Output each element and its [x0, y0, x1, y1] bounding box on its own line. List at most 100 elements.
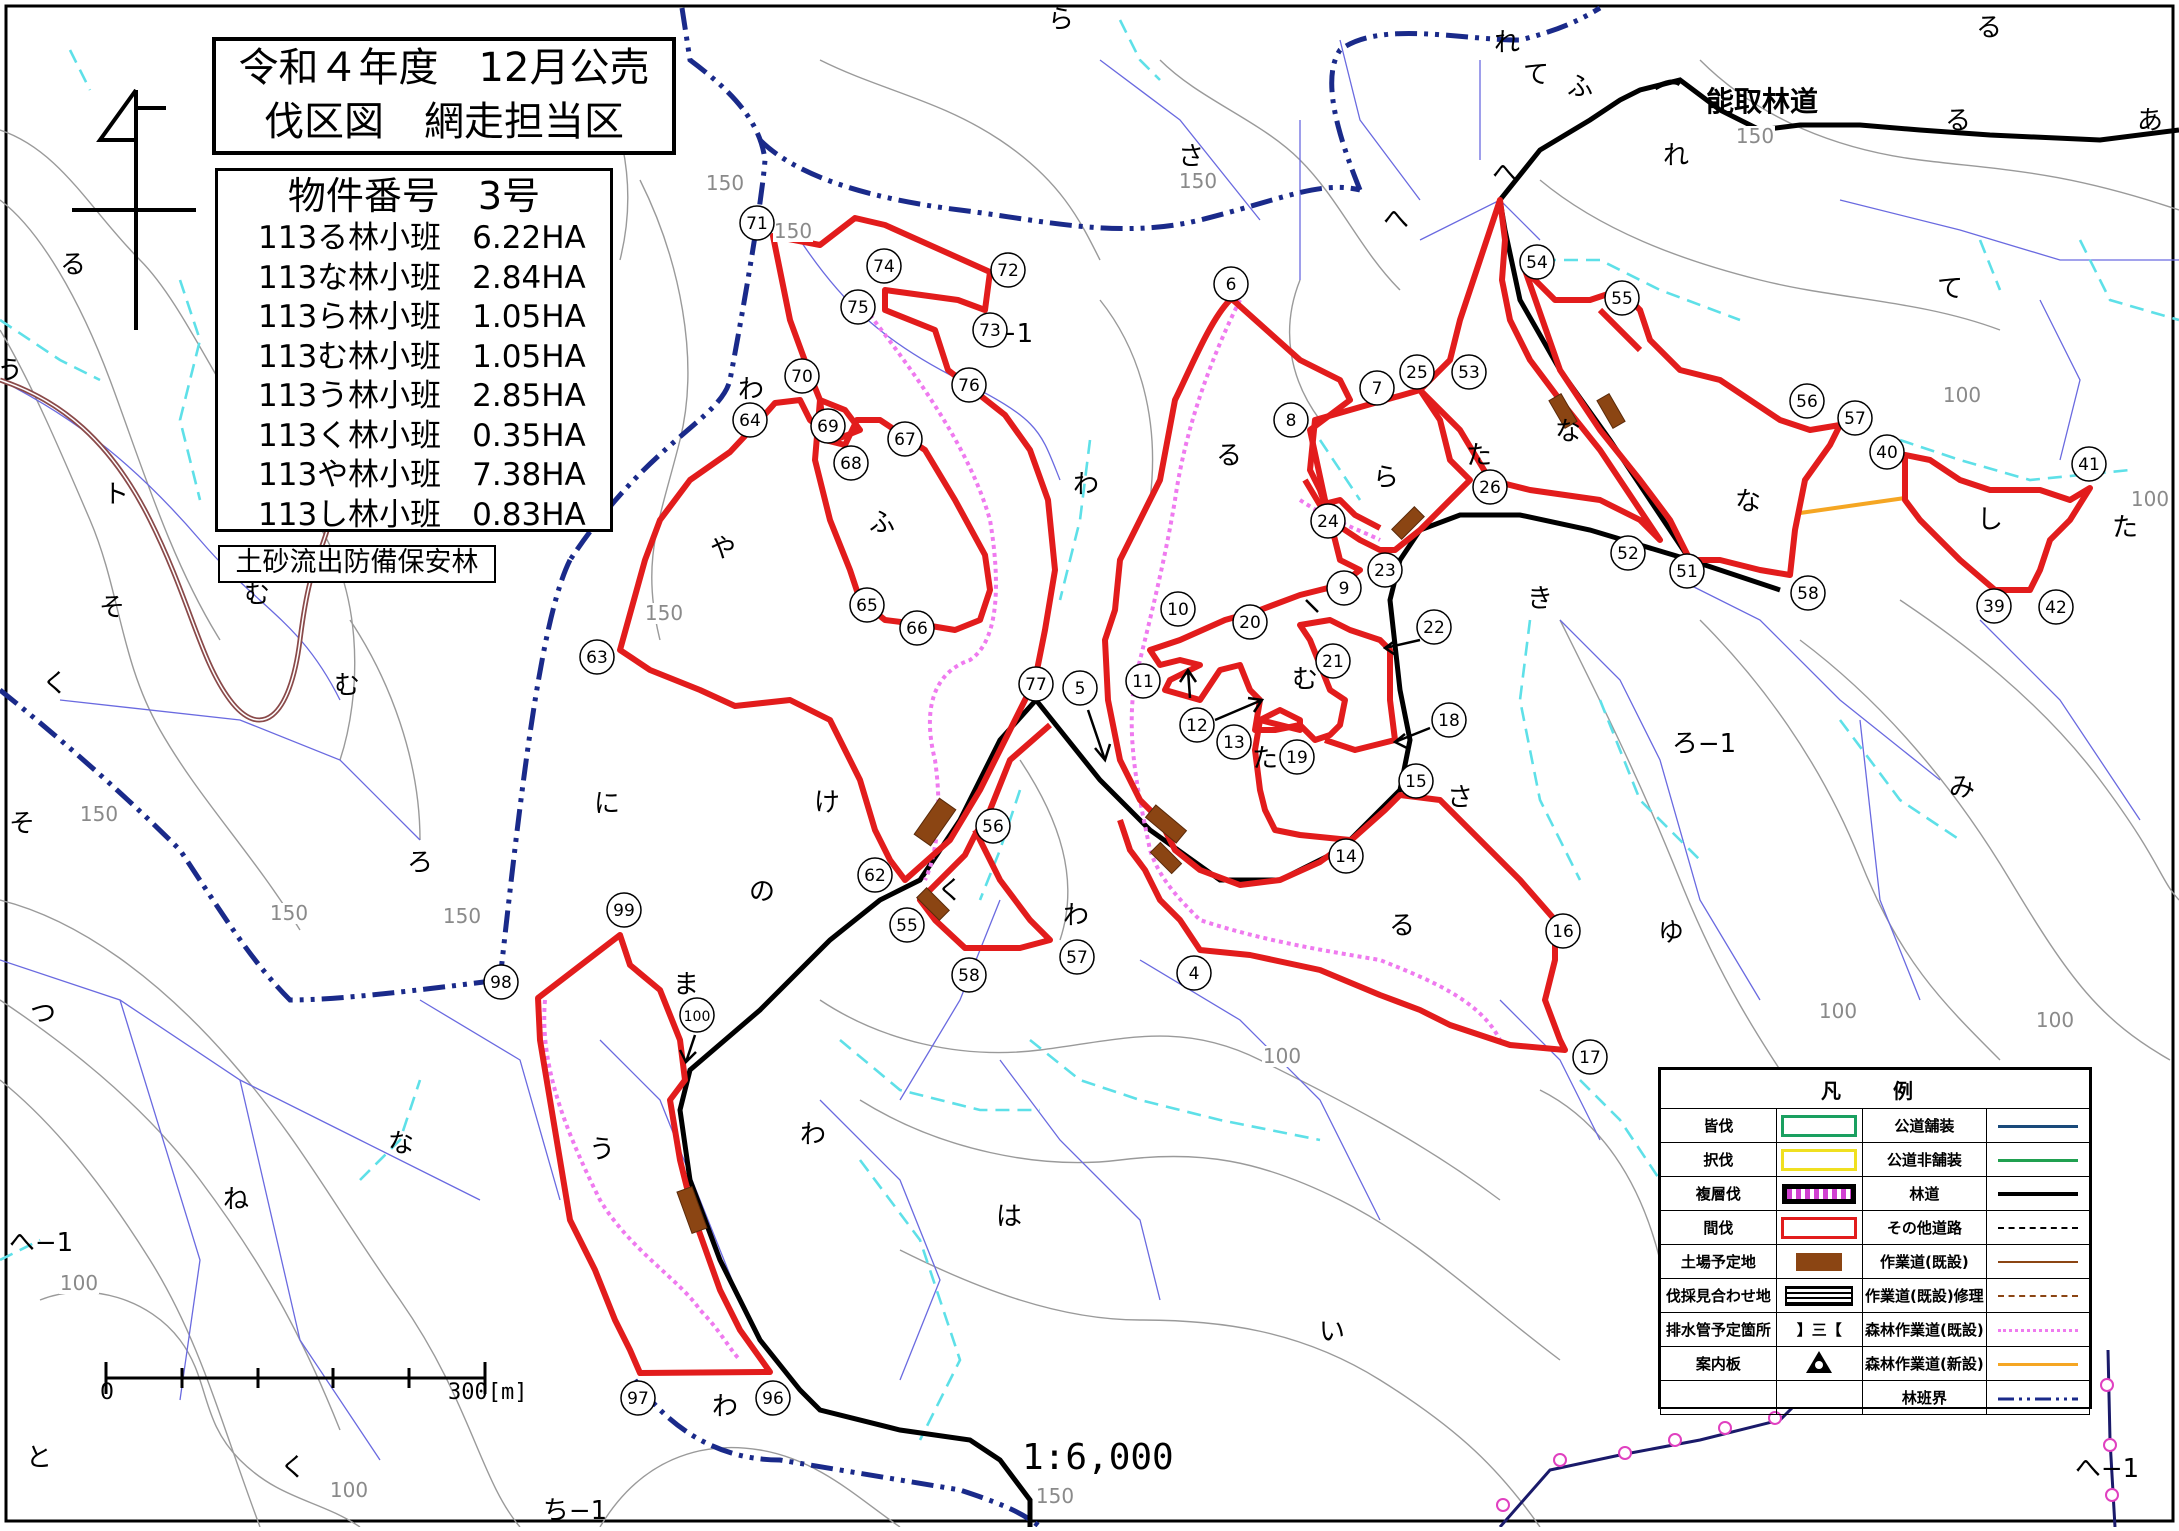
- survey-point: 25: [1399, 354, 1435, 390]
- survey-point: 72: [990, 252, 1026, 288]
- survey-point-number: 21: [1322, 652, 1344, 672]
- stream-lines: [0, 19, 2179, 1441]
- subcompartment-label: わ: [738, 375, 764, 405]
- subcompartment-label: ら: [1048, 5, 1074, 35]
- legend-label: 複層伐: [1660, 1176, 1777, 1211]
- legend-table: 凡 例 皆伐 公道舗装 択伐 公道非舗装 複層伐 林道 間伐 その他道路 土場予…: [1660, 1069, 2090, 1415]
- subcompartment-label: る: [1389, 911, 1415, 941]
- survey-point-number: 6: [1226, 275, 1237, 295]
- survey-point-marker: [1519, 244, 1555, 280]
- survey-point: 66: [899, 610, 935, 646]
- survey-point: 70: [784, 358, 820, 394]
- title-line-2: 伐区図 網走担当区: [264, 99, 624, 145]
- survey-point-number: 72: [997, 261, 1019, 281]
- survey-point-marker: [1213, 266, 1249, 302]
- survey-point: 18: [1431, 702, 1467, 738]
- pink-boundary-markers: [1496, 1378, 2119, 1512]
- survey-point-marker: [784, 358, 820, 394]
- survey-point-marker: [679, 997, 715, 1033]
- survey-point-number: 20: [1239, 613, 1261, 633]
- unpaved-road-symbol: [1986, 1142, 2090, 1177]
- survey-point-marker: [1315, 643, 1351, 679]
- survey-point-number: 54: [1526, 253, 1548, 273]
- survey-point: 98: [483, 964, 519, 1000]
- survey-point: 11: [1125, 663, 1161, 699]
- contour-label: 150: [1179, 169, 1217, 193]
- contour-label: 150: [80, 802, 118, 826]
- subcompartment-label: ふ: [869, 508, 895, 538]
- contour-label: 100: [60, 1271, 98, 1295]
- subcompartment-label: に: [594, 789, 620, 819]
- survey-point: 12: [1179, 707, 1215, 743]
- survey-point: 62: [857, 857, 893, 893]
- legend-label: [1660, 1380, 1777, 1415]
- subcompartment-label: わ: [1073, 470, 1099, 500]
- survey-point: 100: [679, 997, 715, 1033]
- survey-point: 13: [1216, 724, 1252, 760]
- legend-label: 択伐: [1660, 1142, 1777, 1177]
- survey-point-marker: [1273, 402, 1309, 438]
- road-name: 能取林道: [1706, 85, 1819, 118]
- subcompartment-label: な: [388, 1129, 414, 1159]
- contour-label-bg: [773, 221, 813, 242]
- survey-point-marker: [899, 610, 935, 646]
- survey-point-number: 8: [1286, 411, 1297, 431]
- contour-label: 150: [645, 601, 683, 625]
- survey-point: 56: [975, 808, 1011, 844]
- subcompartment-label: む: [1292, 665, 1318, 695]
- survey-point: 26: [1472, 469, 1508, 505]
- forest-road-symbol: [1986, 1176, 2090, 1211]
- survey-point-number: 77: [1025, 675, 1047, 695]
- north-arrow-icon: [72, 88, 196, 330]
- survey-point-number: 64: [739, 411, 761, 431]
- survey-point-number: 55: [896, 916, 918, 936]
- subcompartment-label: そ: [99, 593, 125, 623]
- subcompartment-label: い: [1319, 1317, 1345, 1347]
- survey-point-marker: [951, 367, 987, 403]
- survey-point-marker: [483, 964, 519, 1000]
- drain-arrows: [678, 599, 1431, 1065]
- scale-bar: [104, 1362, 487, 1394]
- survey-point-number: 10: [1167, 600, 1189, 620]
- subcompartment-label: へ: [1492, 159, 1518, 189]
- survey-point-marker: [1610, 535, 1646, 571]
- existing-operation-road-symbol: [1986, 1312, 2090, 1347]
- survey-point: 16: [1545, 913, 1581, 949]
- subcompartment-label: た: [1466, 441, 1492, 471]
- survey-point: 39: [1976, 588, 2012, 624]
- survey-point: 56: [1789, 383, 1825, 419]
- survey-point-marker: [1216, 724, 1252, 760]
- survey-point: 53: [1451, 354, 1487, 390]
- legend-label: 作業道(既設)修理: [1861, 1278, 1988, 1313]
- property-row: 113ら林小班 1.05HA: [258, 299, 586, 335]
- legend-label: 作業道(既設): [1861, 1244, 1988, 1279]
- survey-point-number: 62: [864, 866, 886, 886]
- thinning-symbol: [1775, 1210, 1863, 1245]
- legend-label: 伐採見合わせ地: [1660, 1278, 1777, 1313]
- survey-point-number: 18: [1438, 711, 1460, 731]
- landing-sites: [676, 392, 1626, 1235]
- subcompartment-label: れ: [1494, 28, 1520, 58]
- subcompartment-label: へ−1: [2075, 1454, 2139, 1484]
- survey-point-number: 24: [1317, 512, 1339, 532]
- scale-bar-start: 0: [100, 1380, 114, 1405]
- survey-point-number: 4: [1189, 964, 1200, 984]
- multilayer-cut-symbol: [1775, 1176, 1863, 1211]
- survey-point: 8: [1273, 402, 1309, 438]
- contour-label: 100: [2131, 487, 2169, 511]
- clearcut-symbol: [1775, 1108, 1863, 1143]
- survey-point: 69: [810, 408, 846, 444]
- survey-point-marker: [1279, 739, 1315, 775]
- survey-point-number: 65: [856, 596, 878, 616]
- survey-point-marker: [889, 907, 925, 943]
- survey-point-marker: [1399, 354, 1435, 390]
- subcompartment-label: た: [1252, 744, 1278, 774]
- survey-point-marker: [1125, 663, 1161, 699]
- survey-point-marker: [1018, 666, 1054, 702]
- survey-point: 23: [1367, 552, 1403, 588]
- subcompartment-label: き: [1527, 584, 1553, 614]
- survey-point-number: 14: [1335, 847, 1357, 867]
- subcompartment-label: た: [2112, 513, 2138, 543]
- subcompartment-label: れ: [1663, 141, 1689, 171]
